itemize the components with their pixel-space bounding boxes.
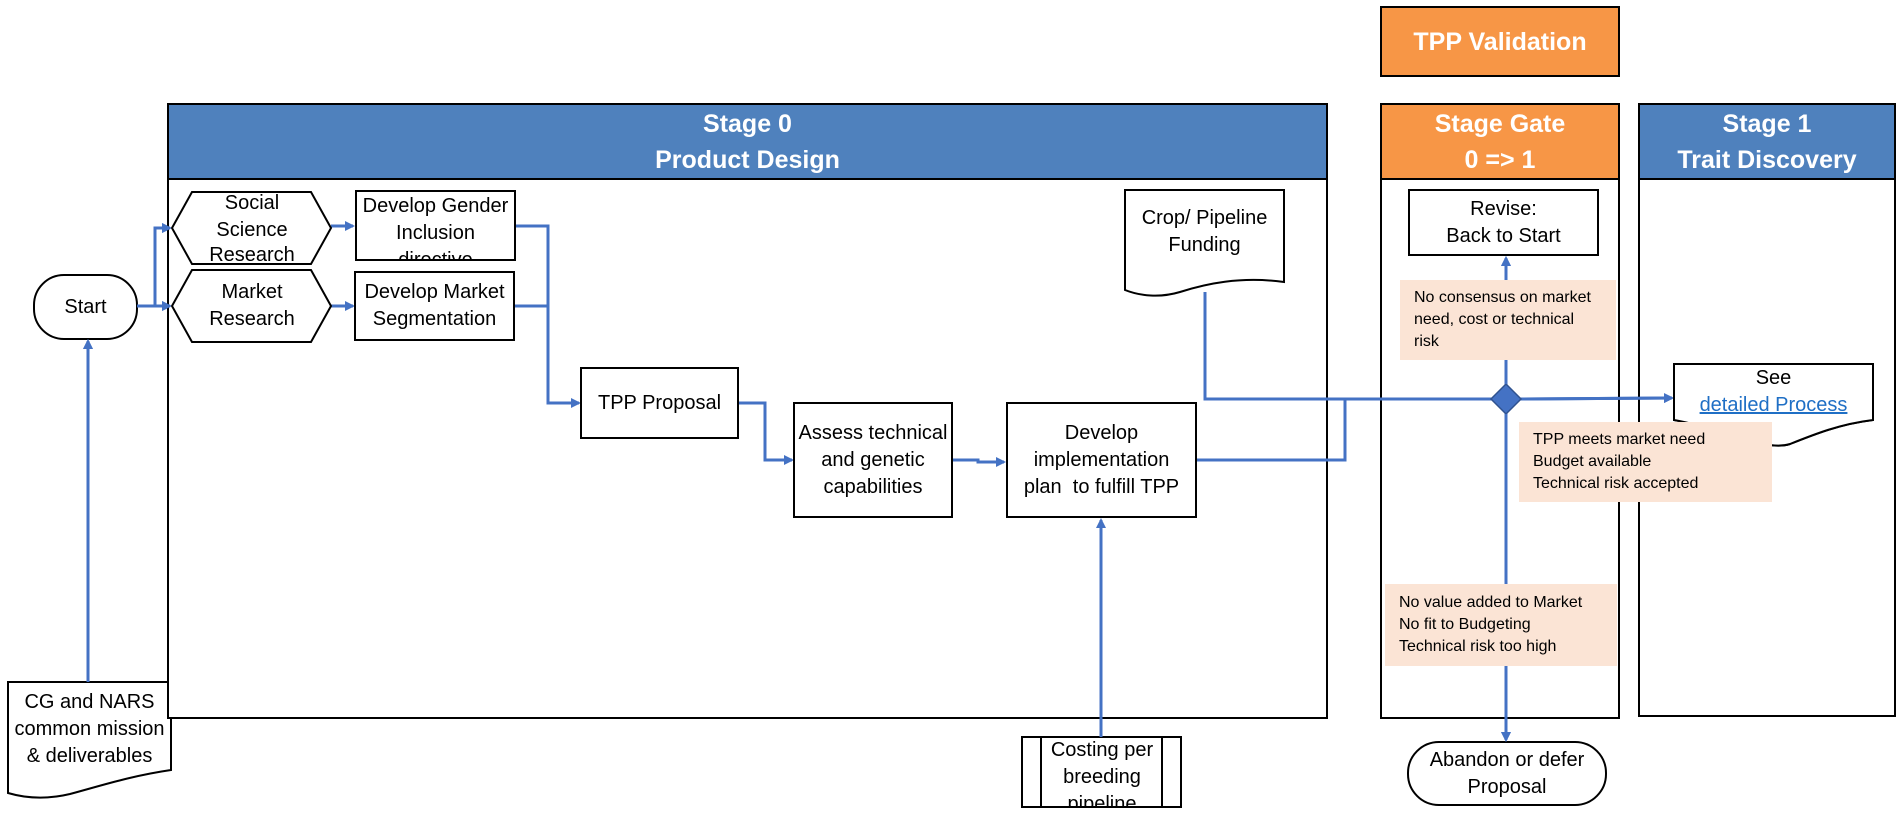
tpp-proposal-label: TPP Proposal — [597, 391, 722, 414]
lane-stage1-subtitle: Trait Discovery — [1677, 145, 1857, 174]
meets-line-1: TPP meets market need — [1533, 431, 1706, 448]
meets-line-3: Technical risk accepted — [1533, 475, 1699, 492]
assess-line-2: and genetic — [821, 448, 925, 471]
market-line-2: Research — [209, 308, 295, 330]
funding-line-2: Funding — [1168, 234, 1241, 256]
revise-line-2: Back to Start — [1446, 224, 1561, 247]
costing-node: Costing per breeding pipeline — [1042, 737, 1162, 807]
segmentation-line-2: Segmentation — [372, 308, 497, 330]
detailed-process-link[interactable]: detailed Process — [1699, 394, 1848, 416]
develop-plan-node: Develop implementation plan to fulfill T… — [1006, 402, 1197, 518]
revise-line-1: Revise: — [1470, 197, 1537, 220]
social-line-1: Social — [224, 192, 280, 214]
segmentation-line-1: Develop Market — [364, 281, 505, 303]
decision-diamond — [1489, 382, 1523, 416]
market-research-node: Market Research — [190, 270, 314, 342]
assess-line-3: capabilities — [823, 475, 923, 498]
see-node: See detailed Process — [1674, 364, 1873, 420]
gender-line-1: Develop Gender — [362, 195, 509, 217]
no-consensus-line-2: need, cost or technical — [1414, 311, 1575, 328]
lane-stage0-header: Stage 0 Product Design — [169, 105, 1326, 180]
assess-node: Assess technical and genetic capabilitie… — [793, 402, 953, 518]
tpp-validation-box: TPP Validation — [1380, 6, 1620, 77]
gender-line-3: directive — [398, 249, 473, 261]
assess-line-1: Assess technical — [798, 421, 948, 444]
plan-line-2: implementation — [1033, 448, 1170, 471]
abandon-shape — [1407, 741, 1607, 806]
no-value-line-2: No fit to Budgeting — [1399, 616, 1531, 633]
no-value-line-3: Technical risk too high — [1399, 638, 1557, 655]
abandon-node: Abandon or defer Proposal — [1408, 742, 1606, 805]
funding-node: Crop/ Pipeline Funding — [1125, 204, 1284, 260]
social-line-3: Research — [209, 244, 295, 264]
cg-line-1: CG and NARS — [24, 690, 155, 713]
cg-line-2: common mission — [14, 717, 165, 740]
lane-stage0-subtitle: Product Design — [655, 145, 840, 174]
costing-shape — [1021, 736, 1182, 808]
meets-line-2: Budget available — [1533, 453, 1652, 470]
develop-gender-node: Develop Gender Inclusion directive — [355, 190, 516, 261]
lane-stage1: Stage 1 Trait Discovery — [1638, 103, 1896, 717]
plan-line-3: plan to fulfill TPP — [1023, 475, 1180, 498]
lane-stage-gate: Stage Gate 0 => 1 — [1380, 103, 1620, 719]
tpp-proposal-node: TPP Proposal — [580, 367, 739, 439]
see-line-1: See — [1755, 367, 1792, 389]
no-consensus-line-1: No consensus on market — [1414, 289, 1591, 306]
plan-line-1: Develop — [1064, 421, 1139, 444]
note-meets: TPP meets market need Budget available T… — [1519, 422, 1772, 502]
cg-nars-node: CG and NARS common mission & deliverable… — [8, 688, 171, 770]
social-science-research-node: Social Science Research — [190, 192, 314, 264]
revise-node: Revise: Back to Start — [1408, 189, 1599, 256]
abandon-line-1: Abandon or defer — [1429, 748, 1585, 771]
lane-gate-title: Stage Gate — [1434, 109, 1566, 138]
funding-line-1: Crop/ Pipeline — [1141, 207, 1268, 229]
develop-segmentation-node: Develop Market Segmentation — [354, 271, 515, 341]
note-no-consensus: No consensus on market need, cost or tec… — [1400, 280, 1616, 360]
market-line-1: Market — [221, 281, 283, 303]
lane-stage0-title: Stage 0 — [703, 109, 792, 138]
cg-nars-shape — [7, 681, 172, 799]
start-node: Start — [34, 275, 137, 339]
start-label: Start — [64, 295, 107, 318]
costing-line-2: breeding — [1063, 766, 1141, 788]
social-line-2: Science — [216, 219, 288, 241]
tpp-validation-label: TPP Validation — [1413, 27, 1587, 56]
abandon-line-2: Proposal — [1467, 775, 1547, 798]
cg-line-3: & deliverables — [26, 744, 153, 767]
gender-line-2: Inclusion — [396, 222, 475, 244]
no-value-line-1: No value added to Market — [1399, 594, 1583, 611]
lane-stage1-title: Stage 1 — [1722, 109, 1812, 138]
costing-line-1: Costing per — [1050, 739, 1154, 761]
lane-gate-subtitle: 0 => 1 — [1464, 145, 1536, 174]
lane-gate-header: Stage Gate 0 => 1 — [1382, 105, 1618, 180]
note-no-value: No value added to Market No fit to Budge… — [1385, 584, 1617, 666]
costing-line-3: pipeline — [1067, 793, 1137, 807]
lane-stage1-header: Stage 1 Trait Discovery — [1640, 105, 1894, 180]
no-consensus-line-3: risk — [1414, 333, 1439, 350]
